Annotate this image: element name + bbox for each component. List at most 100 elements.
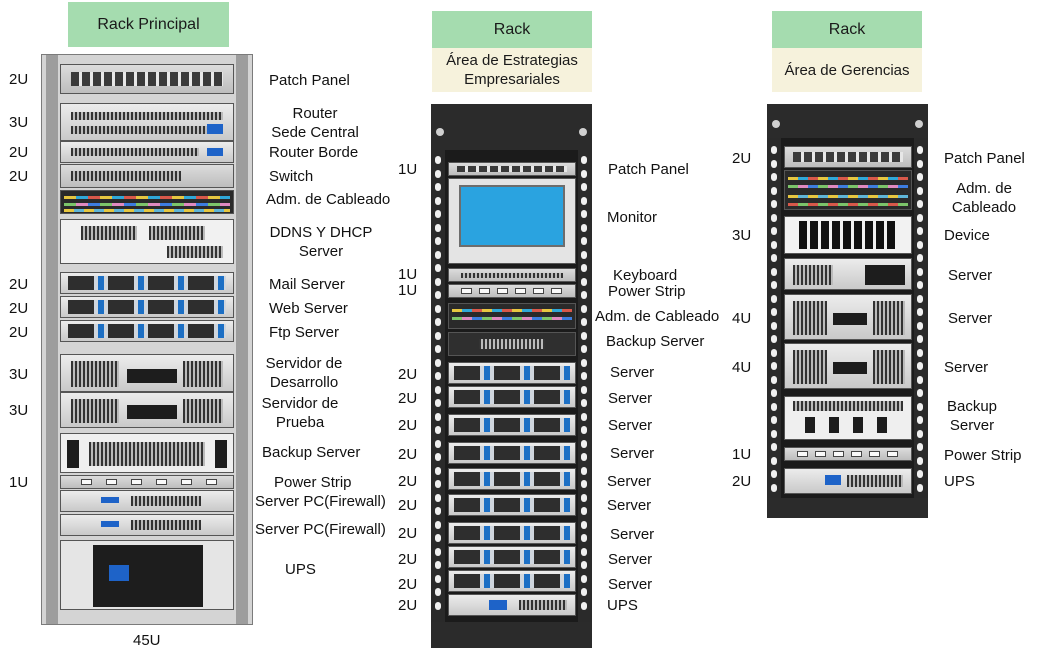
rack-estrategias-label: Server [610, 364, 655, 381]
device-device [784, 216, 912, 254]
server-device [448, 386, 576, 408]
rack-estrategias-unit: 1U [398, 266, 418, 283]
rail-hole [581, 156, 587, 164]
rail-hole [581, 183, 587, 191]
rail-hole [435, 385, 441, 394]
rail-hole [581, 412, 587, 421]
rail-hole [581, 291, 587, 299]
rail-hole [581, 534, 587, 542]
rail-hole [771, 348, 777, 357]
rack-estrategias-label: UPS [607, 597, 638, 614]
server-device [448, 522, 576, 544]
rack-principal-label: Servidor de Desarrollo [265, 355, 343, 391]
rail-hole [435, 534, 441, 542]
rail-hole [771, 416, 777, 424]
rack-gerencias-label: Power Strip [944, 447, 1022, 464]
rack-principal-title: Rack Principal [68, 2, 229, 47]
rail-hole [581, 574, 587, 583]
server-device-2 [784, 294, 912, 340]
rail-hole [917, 254, 923, 262]
rack-principal-unit: 1U [9, 474, 29, 491]
rack-principal-unit: 2U [9, 168, 29, 185]
rack-gerencias-label: UPS [944, 473, 975, 490]
rack-estrategias-subtitle: Área de Estrategias Empresariales [432, 48, 592, 92]
rail-hole [435, 250, 441, 259]
rack-estrategias-label: Keyboard [613, 267, 678, 284]
router-borde-device [60, 141, 234, 163]
rail-hole [917, 416, 923, 424]
patch-panel-device [448, 162, 576, 176]
rail-hole [435, 466, 441, 475]
rack-estrategias-unit: 2U [398, 473, 418, 490]
rail-hole [917, 281, 923, 289]
rack-principal-label: Patch Panel [269, 72, 350, 89]
firewall-pc-device-2 [60, 514, 234, 536]
rail-hole [581, 439, 587, 448]
rack-principal-label: DDNS Y DHCP Server [269, 224, 373, 260]
patch-panel-device [784, 146, 912, 168]
rail-hole [771, 429, 777, 438]
rack-estrategias-unit: 2U [398, 497, 418, 514]
rack-estrategias-label: Adm. de Cableado [595, 308, 720, 325]
rack-estrategias-unit: 2U [398, 576, 418, 593]
rail-hole [771, 389, 777, 397]
rack-gerencias-unit: 2U [732, 150, 752, 167]
rail-hole [581, 264, 587, 272]
router-sede-central-device [60, 103, 234, 141]
rack-gerencias-unit: 4U [732, 310, 752, 327]
rail-hole [581, 372, 587, 380]
rail-hole [771, 267, 777, 276]
rack-estrategias-unit: 1U [398, 161, 418, 178]
backup-server-device [60, 433, 234, 473]
rail-hole [771, 186, 777, 195]
rack-principal-label: Server PC(Firewall) [255, 493, 386, 510]
firewall-pc-device-1 [60, 490, 234, 512]
rail-hole [917, 240, 923, 249]
rail-hole [581, 304, 587, 313]
rail-hole [435, 453, 441, 461]
server-device [448, 546, 576, 568]
rack-estrategias-label: Server [608, 551, 653, 568]
rack-principal-label: Servidor de Prueba [261, 395, 339, 431]
rail-hole [435, 561, 441, 569]
servidor-desarrollo-device [60, 354, 234, 392]
rail-hole [435, 588, 441, 596]
rail-hole [917, 362, 923, 370]
rack-principal-label: Mail Server [269, 276, 345, 293]
rail-hole [771, 281, 777, 289]
rail-hole [435, 358, 441, 367]
rail-hole [581, 493, 587, 502]
rail-hole [435, 223, 441, 232]
rail-hole [435, 210, 441, 218]
rail-hole [435, 331, 441, 340]
rail-hole [917, 483, 923, 492]
rack-estrategias-label: Server [608, 576, 653, 593]
rail-hole [917, 308, 923, 316]
rack-principal-label: Power Strip [274, 474, 352, 491]
rack-principal-unit: 2U [9, 144, 29, 161]
rail-hole [917, 146, 923, 154]
rail-hole [581, 345, 587, 353]
switch-device [60, 164, 234, 188]
keyboard-device [448, 268, 576, 282]
rail-hole [771, 173, 777, 181]
rack-principal-unit: 3U [9, 402, 29, 419]
rack-gerencias-label: Device [944, 227, 990, 244]
servidor-prueba-device [60, 392, 234, 428]
rail-hole [435, 264, 441, 272]
rail-hole [435, 237, 441, 245]
ups-device [784, 468, 912, 494]
rack-estrategias-label: Server [608, 417, 653, 434]
rail-hole [581, 480, 587, 488]
rail-hole [771, 159, 777, 168]
rack-principal-label: Router Sede Central [271, 105, 359, 141]
rail-hole [581, 169, 587, 178]
rail-hole [771, 308, 777, 316]
ddns-dhcp-server-device [60, 219, 234, 264]
cabling-manager-device [784, 170, 912, 210]
rack-estrategias-label: Patch Panel [608, 161, 689, 178]
rail-hole [581, 507, 587, 515]
rack-estrategias-unit: 2U [398, 525, 418, 542]
rail-hole [435, 169, 441, 178]
rail-hole [581, 196, 587, 205]
